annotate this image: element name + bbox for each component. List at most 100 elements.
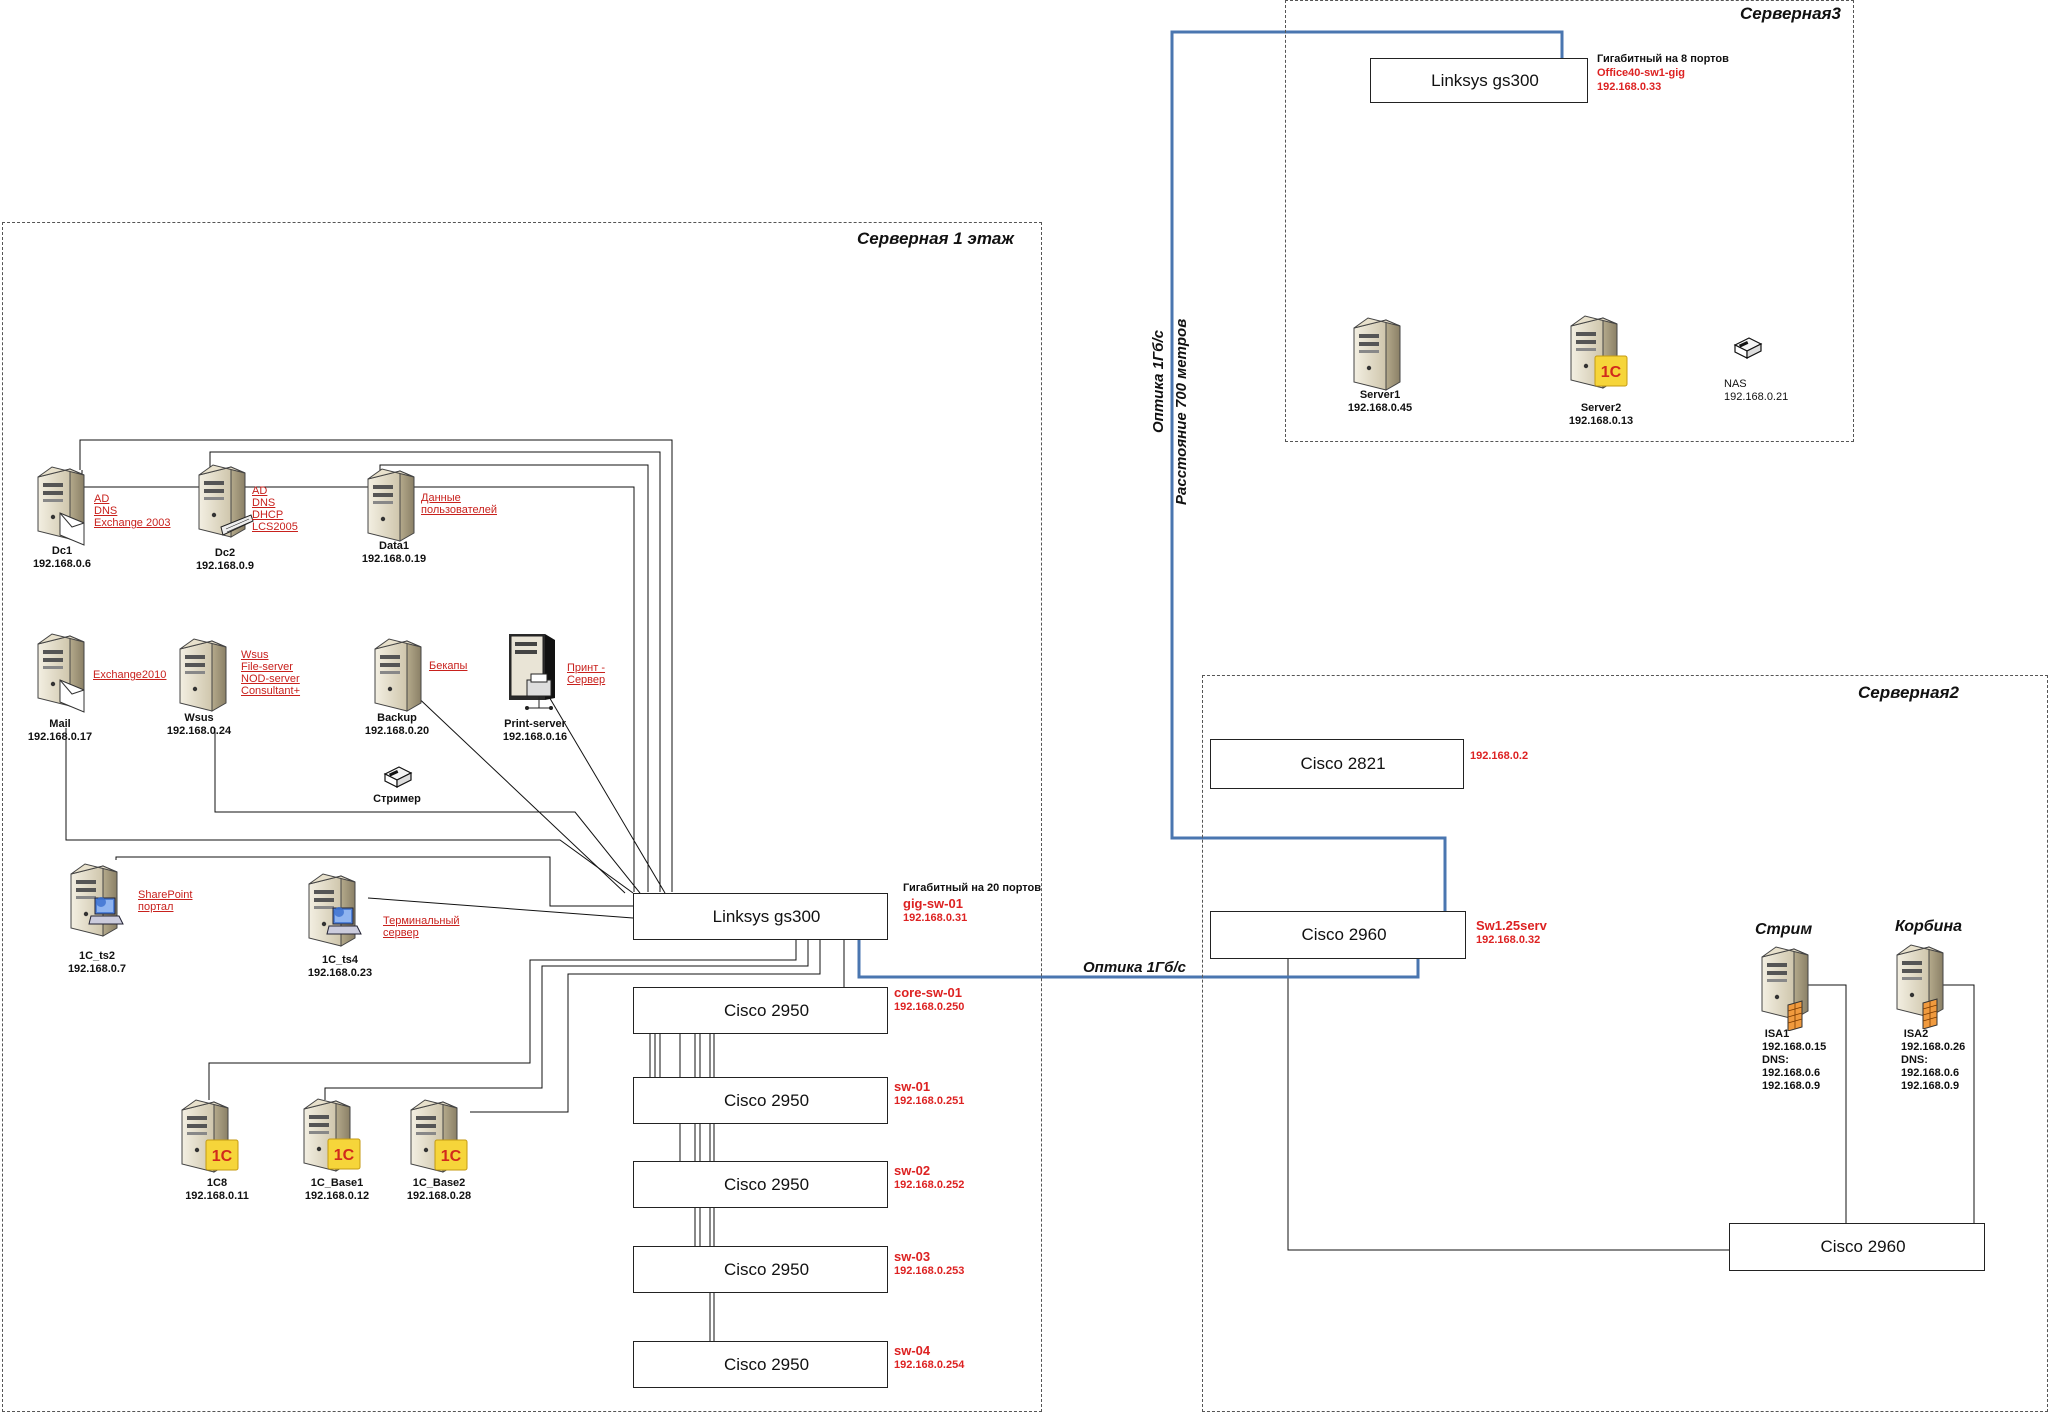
mail-ip: 192.168.0.17 xyxy=(27,731,93,743)
isa1-dns-1: 192.168.0.6 xyxy=(1762,1067,1821,1079)
print-role: Сервер xyxy=(567,674,606,686)
ts2-name: 1C_ts2 xyxy=(78,950,116,962)
printer-server-icon xyxy=(503,628,563,718)
data1-role: Данные xyxy=(421,492,461,504)
isa1-title: Стрим xyxy=(1755,921,1813,938)
ts2-ip: 192.168.0.7 xyxy=(67,963,127,975)
dc2-role: AD xyxy=(252,485,268,497)
switch-cisco-2960-b[interactable]: Cisco 2960 xyxy=(1729,1223,1985,1271)
linksys-room3-ip: 192.168.0.33 xyxy=(1597,81,1662,93)
print-roles: Принт -Сервер xyxy=(567,662,605,686)
dc2-ip: 192.168.0.9 xyxy=(195,560,255,572)
switch-core-sw-01[interactable]: Cisco 2950 xyxy=(633,987,888,1034)
isa2-name: ISA2 xyxy=(1903,1028,1929,1040)
switch-linksys-room3[interactable]: Linksys gs300 xyxy=(1370,58,1588,103)
switch-linksys-floor1[interactable]: Linksys gs300 xyxy=(633,893,888,940)
room-floor1 xyxy=(2,222,1042,1412)
nas-device[interactable] xyxy=(1732,336,1764,365)
ts4-role: Терминальный xyxy=(383,915,460,927)
sw01-host: sw-01 xyxy=(894,1079,931,1094)
switch-sw-04[interactable]: Cisco 2950 xyxy=(633,1341,888,1388)
dc1-role: Exchange 2003 xyxy=(94,517,171,529)
fiber-label-vertical-1: Оптика 1Гб/с xyxy=(1150,330,1167,433)
cisco2960a-host: Sw1.25serv xyxy=(1476,918,1547,933)
switch-sw-02[interactable]: Cisco 2950 xyxy=(633,1161,888,1208)
svg-text:1С: 1С xyxy=(441,1148,462,1165)
cable-dc2 xyxy=(209,451,661,892)
cable-base1 xyxy=(324,938,809,1100)
svg-text:1С: 1С xyxy=(334,1147,355,1164)
ts2-role: SharePoint xyxy=(138,889,193,901)
isa1-dns-label: DNS: xyxy=(1762,1054,1789,1066)
terminal-server-icon xyxy=(67,862,127,942)
data1-role: пользователей xyxy=(421,504,497,516)
router-cisco-2821[interactable]: Cisco 2821 xyxy=(1210,739,1464,789)
tape-drive-icon xyxy=(382,765,414,794)
isa2-dns-label: DNS: xyxy=(1901,1054,1928,1066)
server2-ip: 192.168.0.13 xyxy=(1568,415,1634,427)
wsus-role: Wsus xyxy=(241,649,269,661)
nas-icon xyxy=(1732,336,1764,365)
backup-name: Backup xyxy=(377,712,417,724)
svg-text:1С: 1С xyxy=(1601,364,1622,381)
linksys-floor1-ip: 192.168.0.31 xyxy=(903,912,968,924)
c8-ip: 192.168.0.11 xyxy=(185,1190,249,1202)
switch-sw04-label: Cisco 2950 xyxy=(723,1354,810,1374)
data1-ip: 192.168.0.19 xyxy=(361,553,427,565)
nas-ip: 192.168.0.21 xyxy=(1724,391,1789,403)
core-host: core-sw-01 xyxy=(894,985,962,1000)
fiber-label-horizontal: Оптика 1Гб/с xyxy=(1083,959,1186,976)
switch-sw02-label: Cisco 2950 xyxy=(723,1174,810,1194)
backup-roles: Бекапы xyxy=(429,660,467,672)
switch-cisco-2960-a[interactable]: Cisco 2960 xyxy=(1210,911,1466,959)
print-role: Принт - xyxy=(567,662,606,674)
switch-sw-01[interactable]: Cisco 2950 xyxy=(633,1077,888,1124)
firewall-server-icon xyxy=(1758,945,1818,1031)
server-icon xyxy=(364,467,424,545)
cable-2960a-2960b xyxy=(1287,934,1738,1251)
1c-server-icon: 1С xyxy=(407,1098,468,1178)
room-floor1-title: Серверная 1 этаж xyxy=(857,229,1014,248)
streamer-name: Стример xyxy=(373,793,421,805)
switch-sw-03[interactable]: Cisco 2950 xyxy=(633,1246,888,1293)
server-icon xyxy=(1350,316,1410,394)
wsus-role: Consultant+ xyxy=(241,685,301,697)
switch-sw03-label: Cisco 2950 xyxy=(723,1259,810,1279)
base1-ip: 192.168.0.12 xyxy=(304,1190,370,1202)
mail-role: Exchange2010 xyxy=(93,669,167,681)
streamer-device[interactable] xyxy=(382,765,414,794)
dc2-role: DNS xyxy=(252,497,276,509)
backup-ip: 192.168.0.20 xyxy=(364,725,430,737)
base1-name: 1C_Base1 xyxy=(310,1177,364,1189)
linksys-room3-note: Гигабитный на 8 портов xyxy=(1597,53,1729,65)
cable-base2 xyxy=(470,938,821,1113)
core-ip: 192.168.0.250 xyxy=(894,1001,965,1013)
switch-linksys-room3-label: Linksys gs300 xyxy=(1431,70,1539,90)
dc2-role: LCS2005 xyxy=(252,521,298,533)
1c-server-icon: 1С xyxy=(178,1098,239,1178)
room2-title: Серверная2 xyxy=(1858,683,1959,702)
ts4-role: сервер xyxy=(383,927,419,939)
cable-backup xyxy=(409,689,626,894)
